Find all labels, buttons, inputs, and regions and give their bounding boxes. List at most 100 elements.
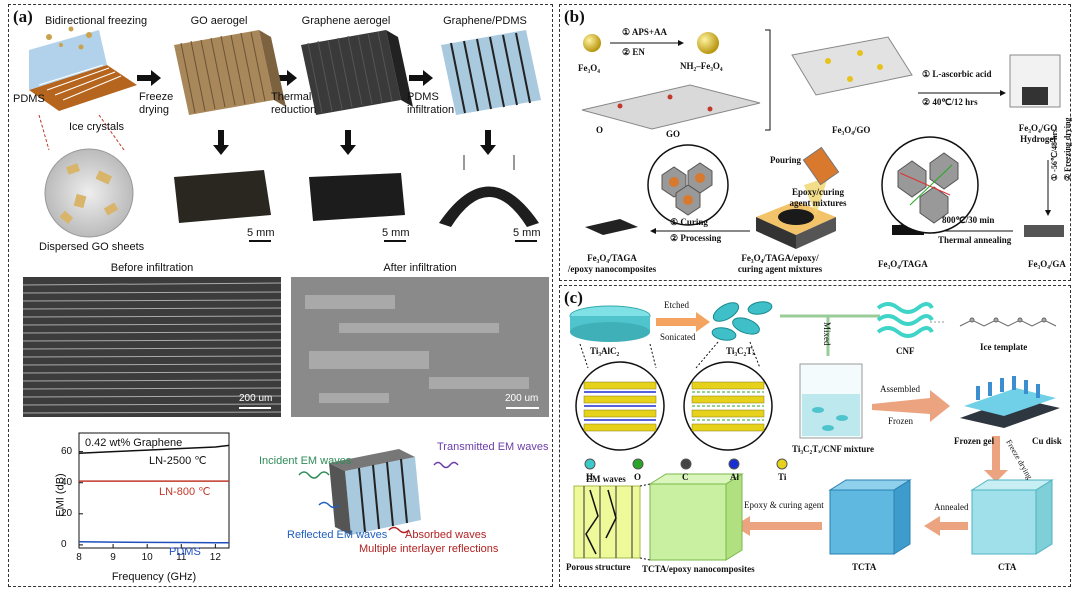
- atom-label-c: C: [682, 472, 689, 482]
- label-minus56c: ① -56℃/48 hrs: [1050, 128, 1059, 181]
- x-tick-label: 8: [76, 552, 82, 563]
- step-graphene-pdms: Graphene/PDMS: [443, 15, 527, 27]
- freeze-drying-arrow: [984, 436, 1008, 482]
- chart-annotation: 0.42 wt% Graphene: [85, 437, 183, 449]
- label-mixed: Mixed: [822, 322, 832, 346]
- annealed-arrow: [924, 516, 968, 536]
- tcta-cube: [828, 479, 912, 555]
- sem-scale-after: 200 um: [505, 393, 539, 404]
- label-oxygen: O: [596, 125, 604, 135]
- label-800c: 800℃/30 min: [942, 215, 995, 225]
- atom-dot-al: [728, 458, 740, 470]
- label-transmitted-em-waves: Transmitted EM waves: [437, 441, 549, 453]
- emi-chart-marks: [78, 444, 230, 548]
- label-nh2-fe3o4: NH₂–Fe₃O₄: [680, 61, 723, 71]
- label-dispersed-go-sheets: Dispersed GO sheets: [39, 241, 145, 253]
- label-aps-aa: ① APS+AA: [622, 27, 667, 37]
- label-en: ② EN: [622, 47, 645, 57]
- x-tick-label: 12: [209, 552, 221, 563]
- label-cta: CTA: [998, 562, 1017, 572]
- porous-structure: [573, 485, 641, 559]
- atom-label-al: Al: [730, 472, 739, 482]
- frozen-gel-on-cu-disk: [960, 376, 1060, 428]
- atom-dot-ti: [776, 458, 788, 470]
- label-assembled: Assembled: [880, 384, 920, 394]
- nh2-fe3o4-particle: [697, 32, 719, 54]
- step-graphene-aerogel: Graphene aerogel: [301, 15, 391, 27]
- panel-b-graphics: [581, 29, 1064, 249]
- x-tick-label: 9: [110, 552, 116, 563]
- x-tick-label: 10: [141, 552, 153, 563]
- sample-photos: [174, 155, 539, 242]
- graphene-aerogel-illustration: [301, 30, 413, 115]
- label-before-infiltration: Before infiltration: [110, 262, 194, 274]
- epoxy-arrow: [734, 516, 822, 536]
- label-multiple-reflections: Multiple interlayer reflections: [359, 543, 499, 555]
- label-go: GO: [666, 129, 681, 139]
- atom-label-ti: Ti: [778, 472, 787, 482]
- series-line-2: [78, 541, 229, 544]
- atom-legend-dots: [584, 458, 788, 470]
- label-sonicated: Sonicated: [660, 332, 696, 342]
- panel-c-graphics: [569, 301, 1060, 561]
- go-aerogel-illustration: [174, 30, 286, 115]
- dispersed-go-sheets-illustration: [38, 114, 134, 238]
- em-shielding-illustration: [298, 449, 459, 535]
- sem-before-infiltration: [22, 277, 282, 417]
- label-l-ascorbic-acid: ① L-ascorbic acid: [922, 69, 992, 79]
- scale-bar-go-aerogel: 5 mm: [247, 227, 275, 239]
- label-pdms: PDMS: [13, 93, 45, 105]
- label-incident-em-waves: Incident EM waves: [259, 455, 352, 467]
- label-ice-template: Ice template: [980, 342, 1028, 352]
- y-tick-label: 40: [61, 476, 73, 488]
- panel-a-graphics: [22, 26, 549, 549]
- label-ti3alc2: Ti₃AlC₂: [590, 346, 620, 356]
- x-tick-label: 11: [176, 552, 187, 563]
- label-em-waves: EM waves: [586, 474, 626, 484]
- label-taga-epoxy-mixtures: Fe₃O₄/TAGA/epoxy/curing agent mixtures: [737, 253, 823, 274]
- mixture-beaker: [799, 363, 863, 439]
- atom-label-h: H: [586, 472, 594, 482]
- y-tick-label: 60: [61, 445, 73, 457]
- label-cu-disk: Cu disk: [1032, 436, 1062, 446]
- label-ice-crystals: Ice crystals: [69, 121, 125, 133]
- y-tick-label: 0: [61, 538, 67, 550]
- series-line-0: [78, 444, 230, 454]
- label-annealed: Annealed: [934, 502, 969, 512]
- sem-after-infiltration: [291, 277, 549, 417]
- y-tick-label: 20: [61, 507, 73, 519]
- panel-b: (b): [559, 4, 1072, 281]
- label-cnf: CNF: [896, 346, 915, 356]
- label-fe3o4-taga: Fe₃O₄/TAGA: [878, 259, 928, 269]
- process-arrows: [137, 70, 496, 155]
- series-label-2: PDMS: [169, 546, 201, 559]
- cnf-fibers: [876, 302, 934, 338]
- atom-dot-c: [680, 458, 692, 470]
- atom-label-o: O: [634, 472, 642, 482]
- scale-bar-graphene-pdms: 5 mm: [513, 227, 541, 239]
- panel-a-label: (a): [13, 7, 33, 26]
- label-epoxy-curing-agent: Epoxy & curing agent: [744, 500, 824, 510]
- panel-a: (a) Bidirectional freezing GO aerogel Gr…: [8, 4, 553, 587]
- label-frozen: Frozen: [888, 416, 913, 426]
- ice-template-molecule: [959, 317, 1057, 327]
- ti3alc2-disk: [569, 305, 651, 342]
- label-reflected-em-waves: Reflected EM waves: [287, 529, 388, 541]
- ti3c2-flakes: [711, 301, 773, 341]
- go-sheet-illustration: [581, 84, 761, 130]
- label-processing: ② Processing: [670, 233, 722, 243]
- label-absorbed-waves: Absorbed waves: [405, 529, 487, 541]
- step-bidirectional-freezing: Bidirectional freezing: [45, 15, 148, 27]
- label-frozen-gel: Frozen gel: [954, 436, 995, 446]
- label-mixture: Ti₃C₂Tₓ/CNF mixture: [792, 444, 875, 454]
- etch-arrow: [656, 312, 710, 332]
- label-after-infiltration: After infiltration: [383, 262, 457, 274]
- scale-bar-graphene-aerogel: 5 mm: [382, 227, 410, 239]
- label-40c-12hrs: ② 40℃/12 hrs: [922, 97, 978, 107]
- label-taga-epoxy-nanocomposites: Fe₃O₄/TAGA/epoxy nanocomposites: [567, 253, 657, 274]
- label-ti3c2tx: Ti₃C₂Tₓ: [726, 346, 755, 356]
- freezing-mold-illustration: [29, 26, 137, 111]
